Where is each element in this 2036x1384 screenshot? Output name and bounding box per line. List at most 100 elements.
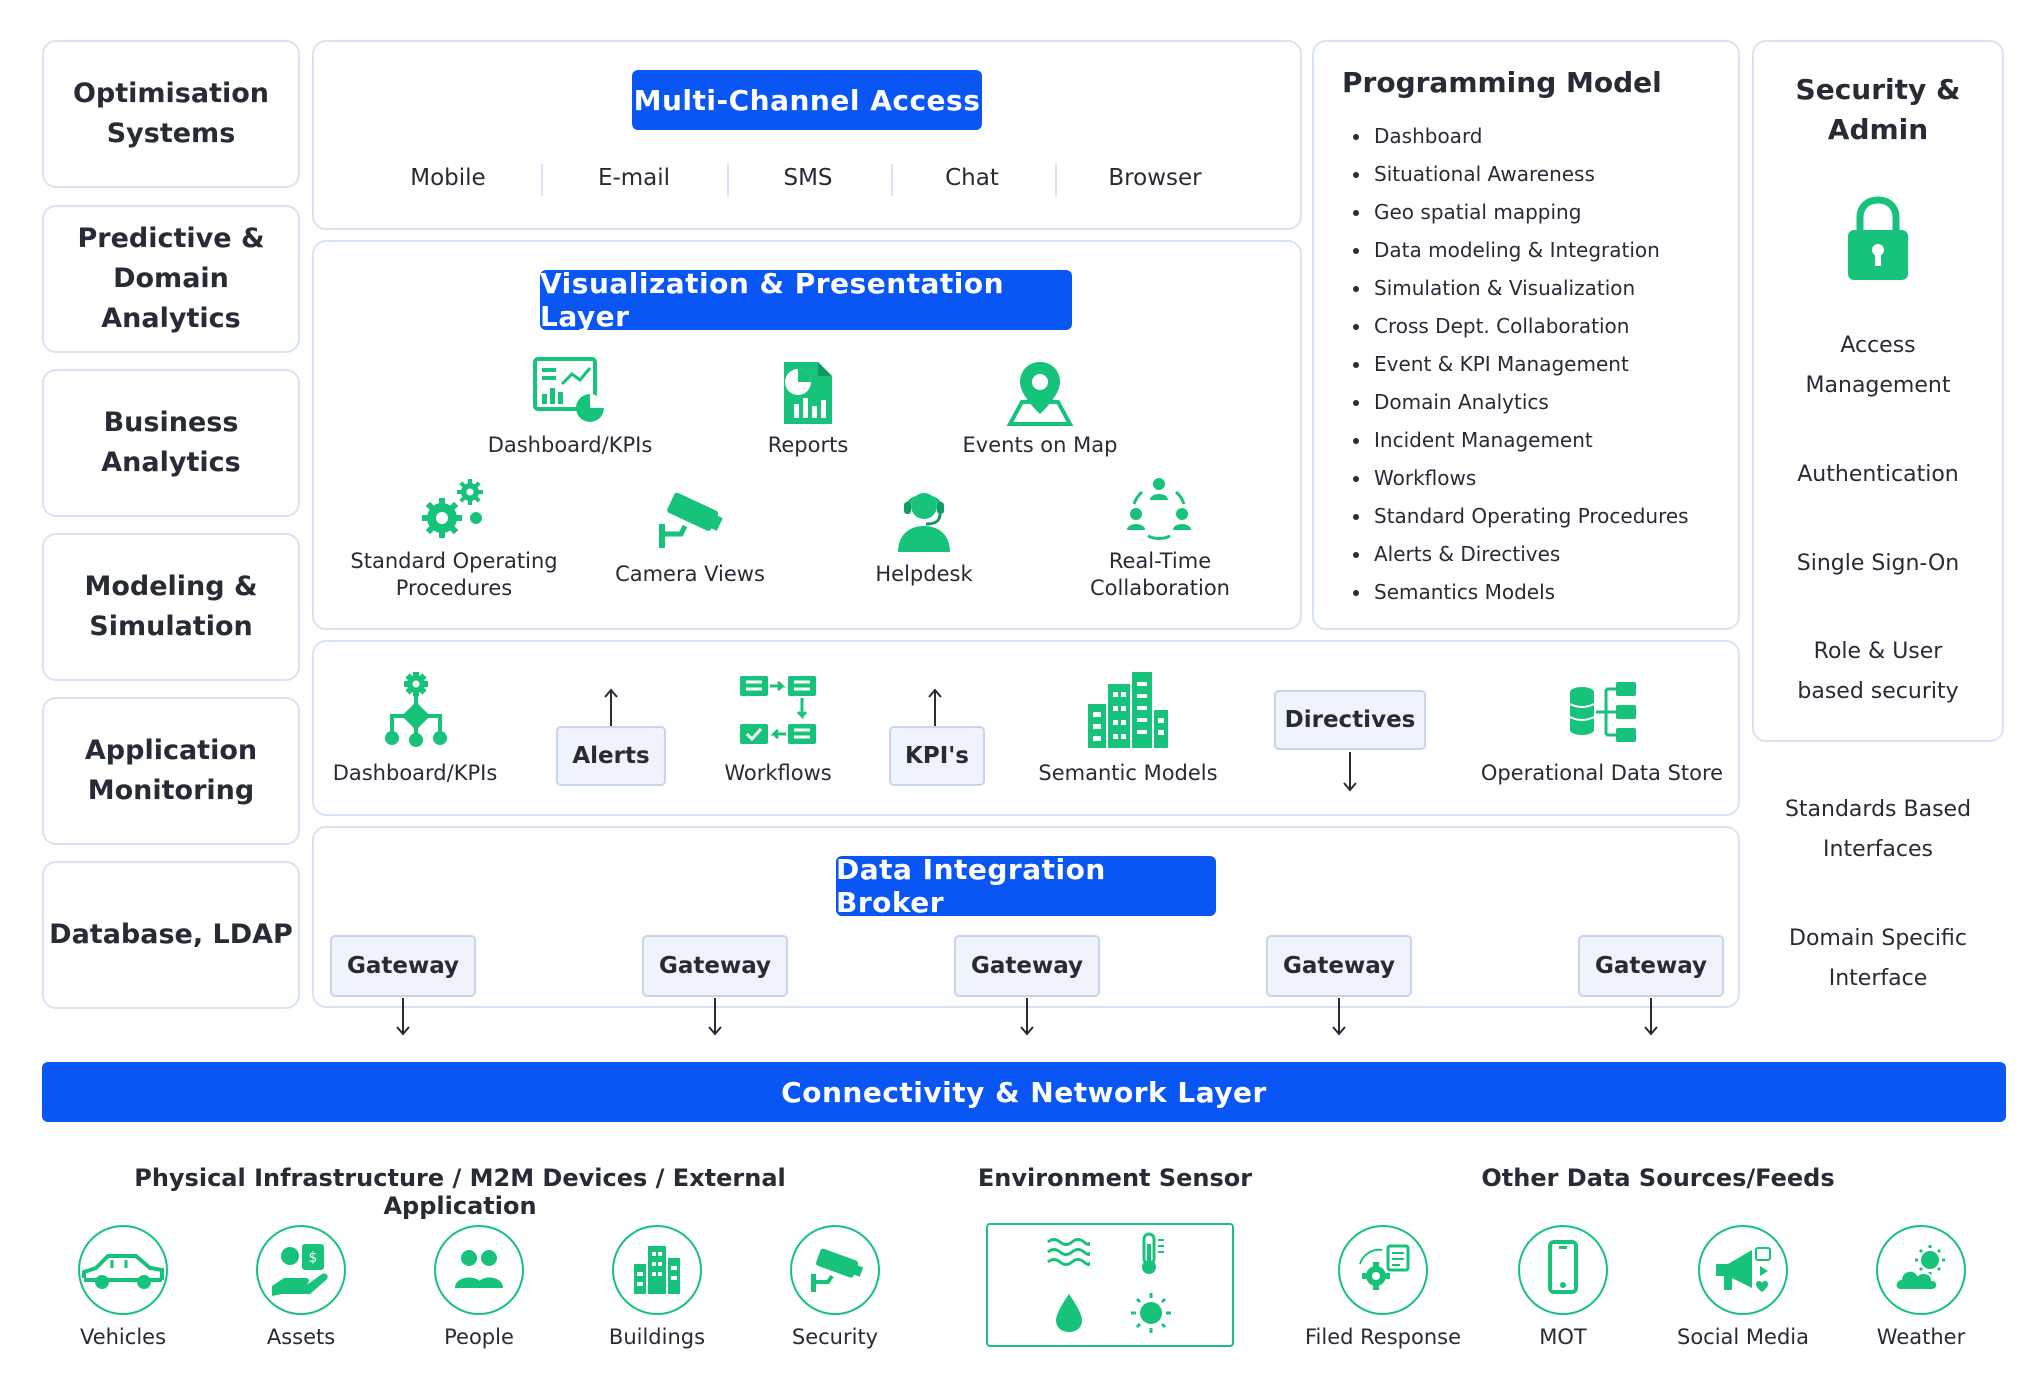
channel-divider: [1055, 164, 1057, 196]
layer-business-analytics: Business Analytics: [42, 369, 300, 517]
physical-assets-label: Assets: [266, 1325, 336, 1349]
waves-icon: [1047, 1238, 1090, 1266]
weather-circle: [1876, 1225, 1966, 1315]
layer-label: Business Analytics: [101, 407, 241, 478]
map-pin-icon: [1006, 362, 1074, 426]
city-buildings-icon: [634, 1246, 680, 1294]
mid-dashboard-label: Dashboard/KPIs: [332, 761, 498, 785]
domain-specific-interface: Domain Specific Interface: [1789, 926, 1967, 991]
viz-reports-label: Reports: [767, 433, 849, 457]
channel-divider: [541, 164, 543, 196]
alerts-chip[interactable]: Alerts: [556, 726, 666, 786]
programming-model-panel: [1312, 40, 1740, 630]
viz-collab-label: Real-Time Collaboration: [1090, 549, 1230, 600]
buildings-icon: [1088, 672, 1168, 748]
physical-buildings-label: Buildings: [608, 1325, 706, 1349]
arrow-up: [928, 688, 942, 728]
security-circle: [790, 1225, 880, 1315]
dashboard-kpi-icon: [533, 357, 604, 422]
thermometer-icon: [1142, 1232, 1164, 1274]
channel-browser[interactable]: Browser: [1108, 165, 1202, 191]
security-sso: Single Sign-On: [1796, 551, 1960, 576]
channel-divider: [727, 164, 729, 196]
physical-vehicles-label: Vehicles: [79, 1325, 167, 1349]
layer-label: Predictive & Domain Analytics: [77, 223, 265, 334]
gateway-chip[interactable]: Gateway: [1578, 935, 1724, 997]
list-item: Dashboard: [1342, 117, 1732, 155]
field-response-circle: [1338, 1225, 1428, 1315]
security-camera-icon: [811, 1248, 864, 1292]
svg-text:$: $: [309, 1250, 318, 1266]
directives-chip[interactable]: Directives: [1274, 690, 1426, 750]
buildings-circle: [612, 1225, 702, 1315]
layer-predictive-analytics: Predictive & Domain Analytics: [42, 205, 300, 353]
viz-dashboard-label: Dashboard/KPIs: [487, 433, 653, 457]
list-item: Simulation & Visualization: [1342, 269, 1732, 307]
gateway-chip[interactable]: Gateway: [1266, 935, 1412, 997]
channel-mobile[interactable]: Mobile: [410, 165, 486, 191]
car-icon: [82, 1254, 164, 1289]
kpis-chip[interactable]: KPI's: [889, 726, 985, 786]
gears-icon: [422, 479, 483, 538]
security-admin-panel: [1752, 40, 2004, 742]
layer-optimisation-systems: Optimisation Systems: [42, 40, 300, 188]
viz-camera-label: Camera Views: [615, 562, 765, 586]
other-field-response-label: Filed Response: [1304, 1325, 1461, 1349]
layer-modeling-simulation: Modeling & Simulation: [42, 533, 300, 681]
layer-label: Modeling & Simulation: [84, 571, 258, 642]
services-panel: [312, 640, 1740, 816]
arrow-down: [1332, 998, 1346, 1036]
helpdesk-icon: [898, 493, 950, 552]
weather-icon: [1894, 1245, 1945, 1291]
list-item: Semantics Models: [1342, 573, 1732, 611]
channel-chat[interactable]: Chat: [945, 165, 999, 191]
hierarchy-icon: [385, 672, 447, 747]
channel-divider: [891, 164, 893, 196]
arrow-down: [1644, 998, 1658, 1036]
list-item: Alerts & Directives: [1342, 535, 1732, 573]
arrow-up: [604, 688, 618, 728]
vehicles-circle: [78, 1225, 168, 1315]
list-item: Situational Awareness: [1342, 155, 1732, 193]
programming-model-title: Programming Model: [1342, 66, 1662, 99]
gateway-chip[interactable]: Gateway: [954, 935, 1100, 997]
gateway-chip[interactable]: Gateway: [330, 935, 476, 997]
cctv-camera-icon: [659, 492, 723, 548]
mid-semantic-label: Semantic Models: [1038, 761, 1218, 785]
list-item: Workflows: [1342, 459, 1732, 497]
programming-model-list: Dashboard Situational Awareness Geo spat…: [1342, 117, 1732, 611]
assets-circle: [256, 1225, 346, 1315]
security-authentication: Authentication: [1797, 462, 1959, 487]
social-media-circle: [1698, 1225, 1788, 1315]
physical-security-label: Security: [791, 1325, 879, 1349]
other-mot-label: MOT: [1539, 1325, 1587, 1349]
list-item: Standard Operating Procedures: [1342, 497, 1732, 535]
mid-ods-label: Operational Data Store: [1480, 761, 1724, 785]
physical-people-label: People: [444, 1325, 514, 1349]
list-item: Geo spatial mapping: [1342, 193, 1732, 231]
list-item: Domain Analytics: [1342, 383, 1732, 421]
multichannel-title: Multi-Channel Access: [632, 70, 982, 130]
lock-icon: [1848, 196, 1908, 280]
mid-workflows-label: Workflows: [724, 761, 832, 785]
viz-helpdesk-label: Helpdesk: [875, 562, 973, 586]
viz-sop-label: Standard Operating Procedures: [350, 549, 558, 600]
people-circle: [434, 1225, 524, 1315]
multichannel-panel: [312, 40, 1302, 230]
physical-infra-title: Physical Infrastructure / M2M Devices / …: [134, 1164, 786, 1220]
list-item: Cross Dept. Collaboration: [1342, 307, 1732, 345]
gateway-chip[interactable]: Gateway: [642, 935, 788, 997]
other-social-label: Social Media: [1676, 1325, 1809, 1349]
channel-email[interactable]: E-mail: [597, 165, 671, 191]
channel-sms[interactable]: SMS: [783, 165, 833, 191]
layer-label: Optimisation Systems: [72, 78, 270, 149]
database-icon: [1569, 682, 1636, 742]
collaboration-icon: [1127, 478, 1191, 540]
megaphone-icon: [1716, 1247, 1771, 1292]
reports-icon: [784, 362, 832, 424]
arrow-down: [1343, 752, 1357, 792]
mobile-phone-icon: [1548, 1240, 1578, 1294]
other-weather-label: Weather: [1876, 1325, 1966, 1349]
layer-application-monitoring: Application Monitoring: [42, 697, 300, 845]
workflows-icon: [740, 676, 816, 744]
